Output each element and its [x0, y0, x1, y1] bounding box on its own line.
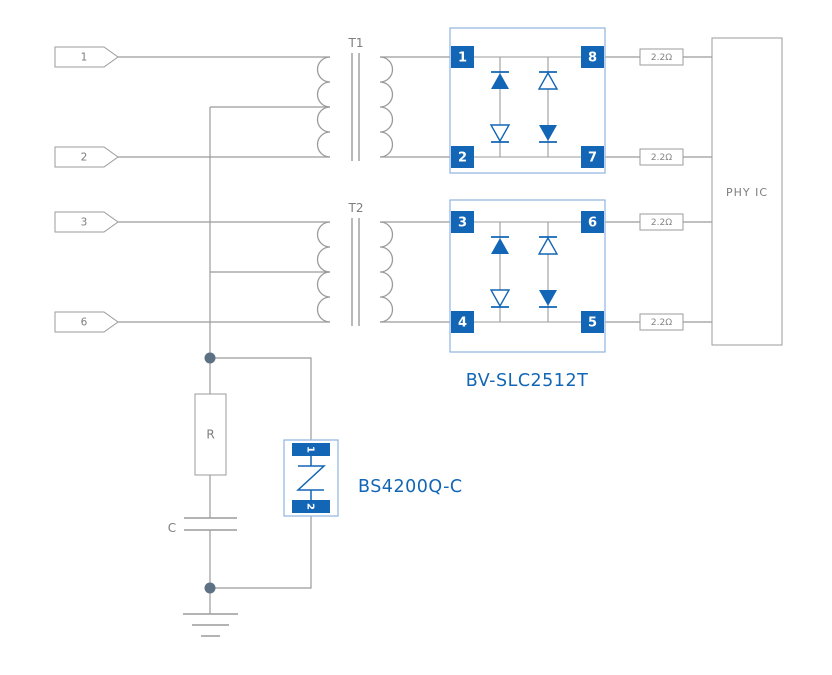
wire-arrester-top — [210, 357, 312, 440]
capacitor-c: C — [168, 517, 237, 535]
phy-ic-body — [711, 37, 783, 346]
primary-coil — [316, 221, 331, 323]
connector-shape — [54, 46, 119, 68]
transformer-label: T2 — [348, 201, 364, 215]
resistor-body — [639, 313, 684, 331]
ic-pin-1 — [451, 46, 474, 68]
diode-outline-up-icon — [537, 71, 559, 90]
ic-pin-2-label: 2 — [458, 151, 467, 166]
wire-arrester-bottom — [210, 516, 312, 589]
junction-dot — [204, 582, 216, 594]
connector-label: 2 — [81, 152, 88, 164]
ic-pin-5 — [581, 311, 604, 333]
resistor-body — [639, 148, 684, 166]
connector-label: 3 — [81, 217, 88, 229]
diode-outline-down-icon — [489, 289, 511, 308]
ic-body-top — [449, 27, 606, 174]
capacitor-label: C — [168, 521, 176, 535]
secondary-coil — [379, 221, 394, 323]
resistor-value: 2.2Ω — [651, 318, 672, 328]
resistor-label: R — [206, 428, 214, 442]
transformer-label: T1 — [348, 36, 364, 50]
diode-outline-up-icon — [537, 236, 559, 255]
ground-symbol-icon — [183, 613, 238, 637]
diode-solid-up-icon — [491, 238, 509, 254]
connector-label: 6 — [81, 317, 88, 329]
resistor-value: 2.2Ω — [651, 153, 672, 163]
ic-body-bottom — [449, 199, 606, 353]
wires — [118, 56, 712, 614]
connector-label: 1 — [81, 52, 88, 64]
arrester-pin-bottom — [292, 500, 330, 513]
ic-pin-4 — [451, 311, 474, 333]
ic-pin-1-label: 1 — [458, 51, 467, 66]
transformer-t1: T1 — [316, 36, 394, 161]
arrester-pin-top — [292, 443, 330, 456]
resistor-r: R — [194, 393, 227, 476]
surge-arrester: 1 2 BS4200Q-C — [283, 439, 463, 517]
ic-pin-8-label: 8 — [588, 51, 597, 66]
ic-part-number: BV-SLC2512T — [466, 371, 589, 391]
secondary-coil — [379, 56, 394, 158]
ic-pin-8 — [581, 46, 604, 68]
phy-ic: PHY IC — [711, 37, 783, 346]
ic-pin-3 — [451, 211, 474, 233]
primary-coil — [316, 56, 331, 158]
arrester-part-number: BS4200Q-C — [358, 477, 463, 497]
ic-pin-7-label: 7 — [588, 151, 597, 166]
ic-pin-6 — [581, 211, 604, 233]
phy-ic-label: PHY IC — [726, 186, 768, 199]
connector-shape — [54, 311, 119, 333]
diode-solid-down-icon — [539, 290, 557, 306]
connector-pin-6: 6 — [54, 311, 119, 333]
arrester-pin-bottom-label: 2 — [305, 503, 316, 510]
ic-pin-5-label: 5 — [588, 316, 597, 331]
junction-dot — [204, 352, 216, 364]
diode-solid-down-icon — [539, 125, 557, 141]
resistor-body — [639, 48, 684, 66]
resistor-value: 2.2Ω — [651, 218, 672, 228]
ic-pin-4-label: 4 — [458, 316, 467, 331]
connector-pin-2: 2 — [54, 146, 119, 168]
resistor-body — [194, 393, 227, 476]
termination-resistors: 2.2Ω 2.2Ω 2.2Ω 2.2Ω — [639, 48, 684, 331]
resistor-value: 2.2Ω — [651, 53, 672, 63]
connector-pin-3: 3 — [54, 211, 119, 233]
connector-shape — [54, 211, 119, 233]
diode-outline-down-icon — [489, 124, 511, 143]
connector-pin-1: 1 — [54, 46, 119, 68]
protection-ic: 1 2 3 4 8 7 6 5 BV-SLC2512T — [449, 27, 606, 391]
arrester-pin-top-label: 1 — [305, 446, 316, 453]
ic-pin-3-label: 3 — [458, 216, 467, 231]
ic-pin-6-label: 6 — [588, 216, 597, 231]
ic-internal-top — [474, 56, 581, 158]
ic-pin-2 — [451, 146, 474, 168]
diode-solid-up-icon — [491, 73, 509, 89]
resistor-body — [639, 213, 684, 231]
transformer-t2: T2 — [316, 201, 394, 326]
connector-shape — [54, 146, 119, 168]
ic-internal-bottom — [474, 221, 581, 323]
ic-pin-7 — [581, 146, 604, 168]
